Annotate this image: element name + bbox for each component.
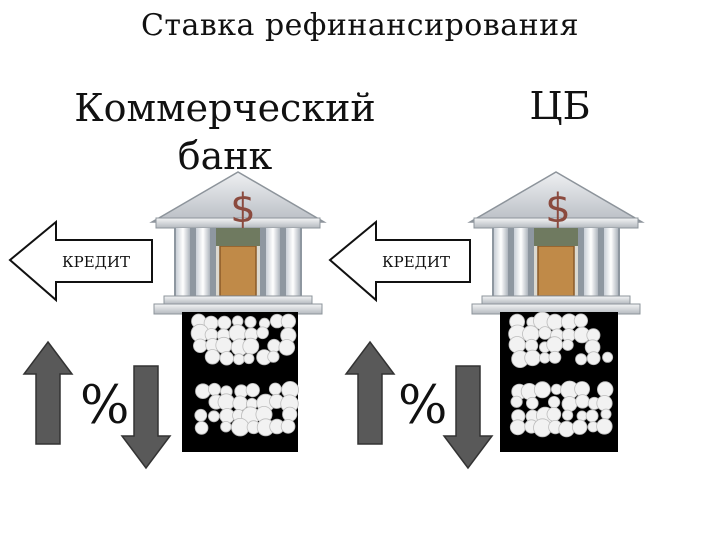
coin-icon bbox=[596, 418, 613, 435]
left-reserve-coins bbox=[190, 313, 300, 437]
coin-icon bbox=[533, 381, 551, 399]
right-reserve-coins bbox=[508, 311, 614, 438]
coin-icon bbox=[586, 351, 601, 366]
left-credit-label: КРЕДИТ bbox=[62, 253, 130, 271]
left-credit-arrow: КРЕДИТ bbox=[8, 219, 153, 303]
coin-icon bbox=[215, 336, 233, 354]
coin-icon bbox=[230, 418, 250, 437]
coin-icon bbox=[278, 339, 296, 356]
coin-icon bbox=[572, 419, 588, 435]
coin-icon bbox=[204, 349, 221, 365]
coin-icon bbox=[194, 421, 209, 435]
coin-icon bbox=[546, 336, 563, 353]
slide-title: Ставка рефинансирования bbox=[140, 8, 580, 43]
coin-icon bbox=[243, 353, 255, 365]
coin-icon bbox=[508, 336, 526, 354]
coin-icon bbox=[573, 313, 589, 328]
coin-icon bbox=[207, 410, 220, 423]
right-up-arrow-icon bbox=[344, 340, 396, 445]
coin-icon bbox=[510, 395, 523, 408]
coin-icon bbox=[220, 421, 232, 433]
coin-icon bbox=[219, 351, 234, 366]
coin-icon bbox=[217, 315, 232, 330]
coin-icon bbox=[267, 338, 281, 353]
right-percent-sign: % bbox=[398, 376, 448, 436]
right-down-arrow-icon bbox=[442, 365, 494, 470]
right-dollar-icon: $ bbox=[545, 186, 570, 232]
coin-icon bbox=[576, 410, 588, 422]
coin-icon bbox=[242, 337, 260, 355]
left-percent-sign: % bbox=[80, 376, 130, 436]
coin-icon bbox=[585, 409, 599, 423]
coin-icon bbox=[539, 352, 551, 364]
left-up-arrow-icon bbox=[22, 340, 74, 445]
coin-icon bbox=[575, 394, 590, 409]
coin-icon bbox=[575, 353, 588, 366]
coin-icon bbox=[217, 393, 235, 411]
coin-icon bbox=[597, 381, 614, 398]
coin-icon bbox=[268, 382, 282, 396]
right-credit-label: КРЕДИТ bbox=[382, 253, 450, 271]
coin-icon bbox=[192, 338, 208, 354]
coin-icon bbox=[525, 396, 539, 410]
coin-icon bbox=[558, 420, 575, 438]
coin-icon bbox=[245, 382, 260, 398]
coin-icon bbox=[280, 419, 296, 434]
coin-icon bbox=[195, 383, 211, 400]
coin-icon bbox=[546, 313, 564, 331]
coin-icon bbox=[538, 326, 552, 340]
coin-icon bbox=[267, 350, 280, 363]
coin-icon bbox=[509, 419, 526, 436]
coin-icon bbox=[548, 350, 562, 364]
left-down-arrow-icon bbox=[120, 365, 172, 470]
coin-icon bbox=[280, 313, 296, 329]
coin-icon bbox=[207, 382, 221, 396]
coin-icon bbox=[524, 349, 541, 367]
right-credit-arrow: КРЕДИТ bbox=[328, 219, 471, 303]
coin-icon bbox=[547, 395, 561, 409]
coin-icon bbox=[546, 406, 562, 422]
coin-icon bbox=[602, 351, 614, 363]
coin-icon bbox=[256, 326, 269, 340]
coin-icon bbox=[561, 409, 574, 421]
left-dollar-icon: $ bbox=[230, 186, 255, 232]
coin-icon bbox=[561, 396, 578, 412]
central-bank-label: ЦБ bbox=[529, 84, 591, 128]
coin-icon bbox=[244, 315, 257, 328]
coin-icon bbox=[596, 395, 613, 412]
coin-icon bbox=[550, 383, 563, 395]
coin-icon bbox=[561, 339, 574, 351]
coin-icon bbox=[232, 353, 245, 366]
coin-icon bbox=[600, 408, 612, 420]
coin-icon bbox=[194, 408, 208, 422]
commercial-bank-label: Коммерческий банк bbox=[74, 86, 376, 178]
